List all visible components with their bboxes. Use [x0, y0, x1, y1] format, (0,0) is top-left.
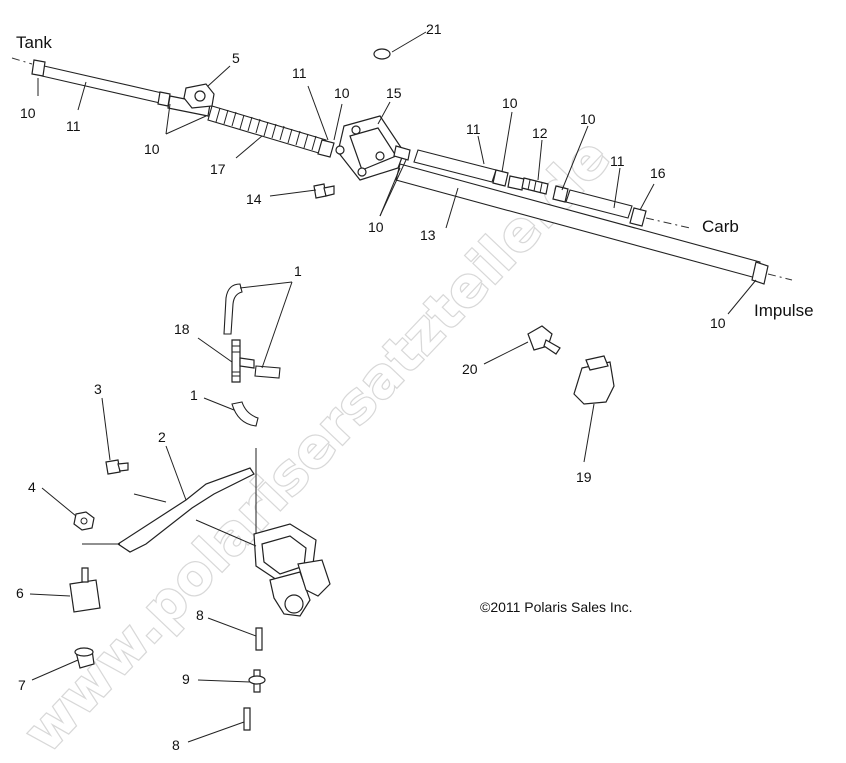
callout-10: 10: [334, 85, 350, 101]
shutoff-valve: [167, 83, 215, 117]
callout-5: 5: [232, 50, 240, 66]
fitting-carb-2: [552, 185, 569, 203]
hose-carb-2: [565, 189, 633, 219]
vent-hose-lower: [231, 401, 259, 427]
vent-hose-upper: [223, 283, 243, 335]
callout-8: 8: [172, 737, 180, 753]
callout-3: 3: [94, 381, 102, 397]
pin-upper: [255, 627, 263, 651]
inline-filter: [507, 175, 549, 195]
fitting-pump-inlet: [317, 139, 335, 158]
fitting-carb-1: [492, 169, 509, 187]
callout-6: 6: [16, 585, 24, 601]
callout-10: 10: [580, 111, 596, 127]
callout-10: 10: [144, 141, 160, 157]
tank-end-fitting: [31, 59, 46, 77]
pin-lower: [243, 707, 251, 731]
vent-tee: [231, 339, 255, 383]
callout-11: 11: [466, 121, 481, 137]
fuel-line-assembly: [11, 48, 793, 285]
callout-14: 14: [246, 191, 262, 207]
tank-centerline: [11, 57, 33, 65]
leader-lines: [29, 31, 757, 743]
vent-hose-short: [254, 365, 281, 379]
callout-numbers: 10 11 5 10 17 11 10 15 21 14 10 13 11 10…: [16, 21, 726, 753]
bracket-screw: [105, 459, 129, 475]
callout-12: 12: [532, 125, 548, 141]
watermark: www.polarisersatzteile.de: [12, 125, 623, 763]
carb-label: Carb: [702, 217, 739, 236]
fuel-pump: [335, 115, 411, 181]
fitting-carb-end: [629, 207, 647, 227]
mounting-bracket: [116, 467, 255, 553]
callout-1: 1: [190, 387, 198, 403]
callout-4: 4: [28, 479, 36, 495]
callout-15: 15: [386, 85, 402, 101]
callout-11: 11: [66, 118, 81, 134]
callout-7: 7: [18, 677, 26, 693]
bracket-nut: [73, 511, 95, 531]
callout-21: 21: [426, 21, 442, 37]
callout-19: 19: [576, 469, 592, 485]
carb-centerline: [645, 217, 691, 229]
tank-label: Tank: [16, 33, 52, 52]
callout-18: 18: [174, 321, 190, 337]
callout-9: 9: [182, 671, 190, 687]
callout-10: 10: [368, 219, 384, 235]
endpoint-labels: Tank Carb Impulse: [16, 33, 814, 320]
callout-10: 10: [20, 105, 36, 121]
hose-tank-side: [41, 65, 163, 104]
washer: [373, 48, 391, 60]
carburetor: [253, 523, 331, 617]
callout-11: 11: [610, 153, 625, 169]
push-rivet: [313, 183, 335, 199]
callout-8: 8: [196, 607, 204, 623]
mounting-bolt: [527, 325, 561, 355]
callout-20: 20: [462, 361, 478, 377]
rubber-mount: [69, 567, 101, 613]
nut-insert: [74, 647, 95, 669]
copyright-notice: ©2011 Polaris Sales Inc.: [480, 599, 632, 615]
callout-10: 10: [502, 95, 518, 111]
callout-16: 16: [650, 165, 666, 181]
impulse-centerline: [767, 273, 793, 281]
callout-17: 17: [210, 161, 226, 177]
callout-1: 1: [294, 263, 302, 279]
impulse-end-fitting: [751, 261, 769, 285]
ribbed-hose: [207, 105, 327, 155]
callout-10: 10: [710, 315, 726, 331]
hose-carb-1: [413, 149, 497, 183]
callout-11: 11: [292, 65, 307, 81]
impulse-label: Impulse: [754, 301, 814, 320]
pin-with-washer: [248, 669, 266, 693]
callout-2: 2: [158, 429, 166, 445]
hose-clamp: [573, 355, 615, 405]
callout-13: 13: [420, 227, 436, 243]
